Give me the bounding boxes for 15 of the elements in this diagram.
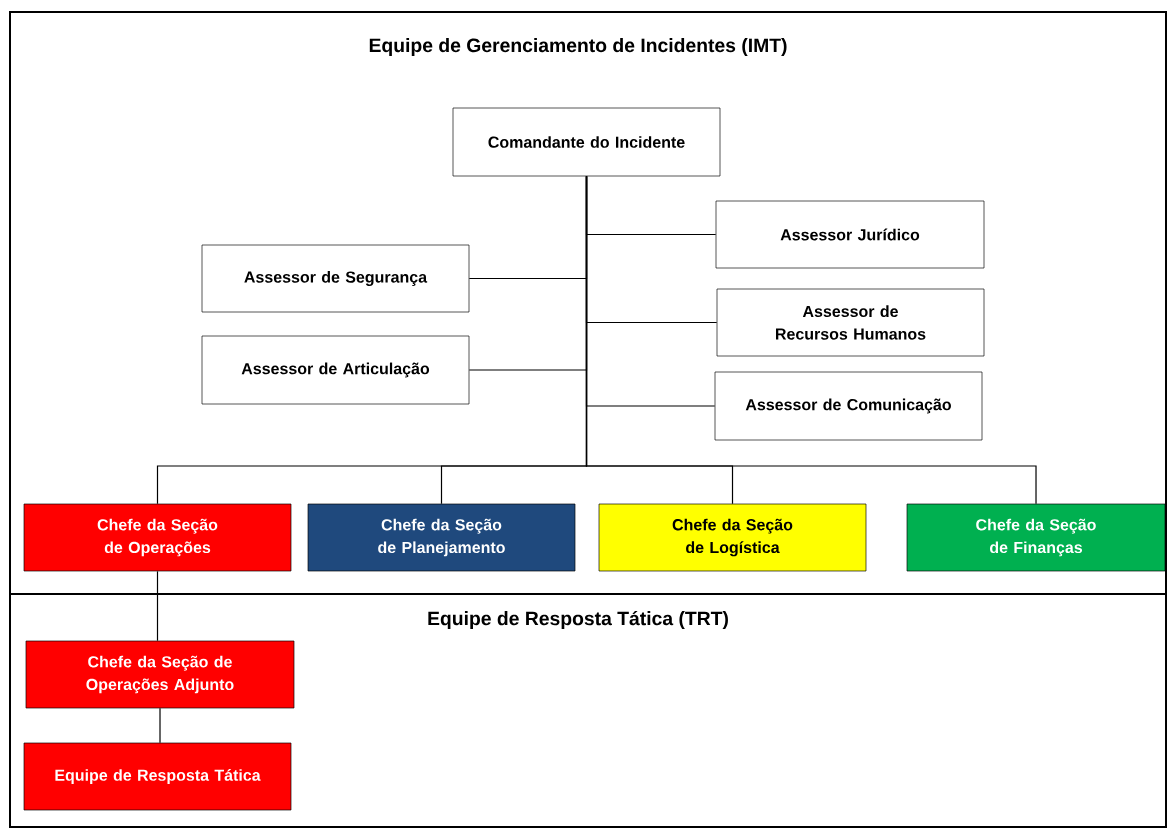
section-box: Chefe da Seção de Logística xyxy=(598,503,867,572)
advisor-box: Assessor de Articulação xyxy=(201,335,470,405)
deputy-box: Chefe da Seção de Operações Adjunto xyxy=(25,640,295,709)
advisor-box: Assessor Jurídico xyxy=(715,200,985,269)
connector-line xyxy=(156,570,159,642)
advisor-box: Assessor de Recursos Humanos xyxy=(716,288,985,357)
commander-box: Comandante do Incidente xyxy=(452,107,721,177)
connector-line xyxy=(585,175,1037,505)
section-box: Chefe da Seção de Operações xyxy=(23,503,292,572)
team-box: Equipe de Resposta Tática xyxy=(23,742,292,811)
section-box: Chefe da Seção de Planejamento xyxy=(307,503,576,572)
advisor-box: Assessor de Segurança xyxy=(201,244,470,313)
connector-line xyxy=(159,707,161,744)
section-box: Chefe da Seção de Finanças xyxy=(906,503,1166,572)
advisor-box: Assessor de Comunicação xyxy=(714,371,983,441)
